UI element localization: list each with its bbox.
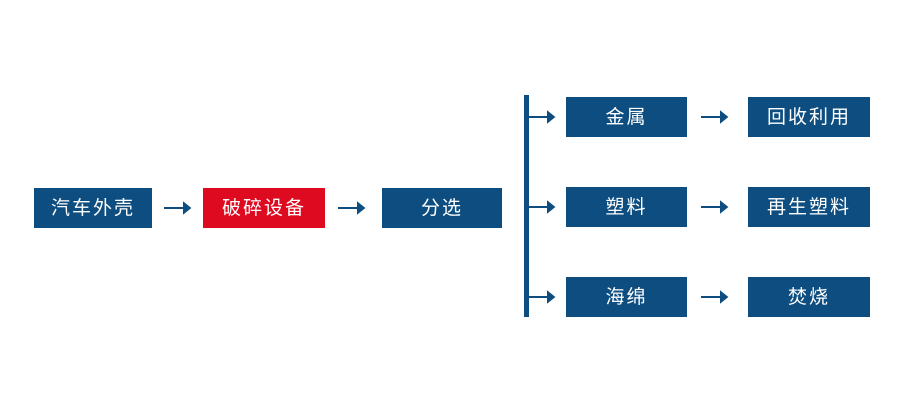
right-arrow-icon-shredder-to-sorting xyxy=(337,193,367,223)
right-arrow-icon-shell-to-shredder xyxy=(163,193,193,223)
node-sorting[interactable]: 分选 xyxy=(382,188,502,228)
node-shredder-equipment[interactable]: 破碎设备 xyxy=(203,188,325,228)
node-material-sponge[interactable]: 海绵 xyxy=(566,277,687,317)
node-outcome-regenerated-plastic[interactable]: 再生塑料 xyxy=(748,187,870,227)
branch-right-arrow-icon-metal xyxy=(528,107,556,127)
node-material-metal[interactable]: 金属 xyxy=(566,97,687,137)
right-arrow-icon-sponge-to-incineration xyxy=(700,282,730,312)
right-arrow-icon-metal-to-recycle xyxy=(700,102,730,132)
branch-right-arrow-icon-plastic xyxy=(528,197,556,217)
vertical-branch-bus xyxy=(524,95,529,317)
node-outcome-incineration[interactable]: 焚烧 xyxy=(748,277,870,317)
right-arrow-icon-plastic-to-regenerated xyxy=(700,192,730,222)
node-car-shell[interactable]: 汽车外壳 xyxy=(34,188,152,228)
node-material-plastic[interactable]: 塑料 xyxy=(566,187,687,227)
node-outcome-recycle-reuse[interactable]: 回收利用 xyxy=(748,97,870,137)
branch-right-arrow-icon-sponge xyxy=(528,287,556,307)
